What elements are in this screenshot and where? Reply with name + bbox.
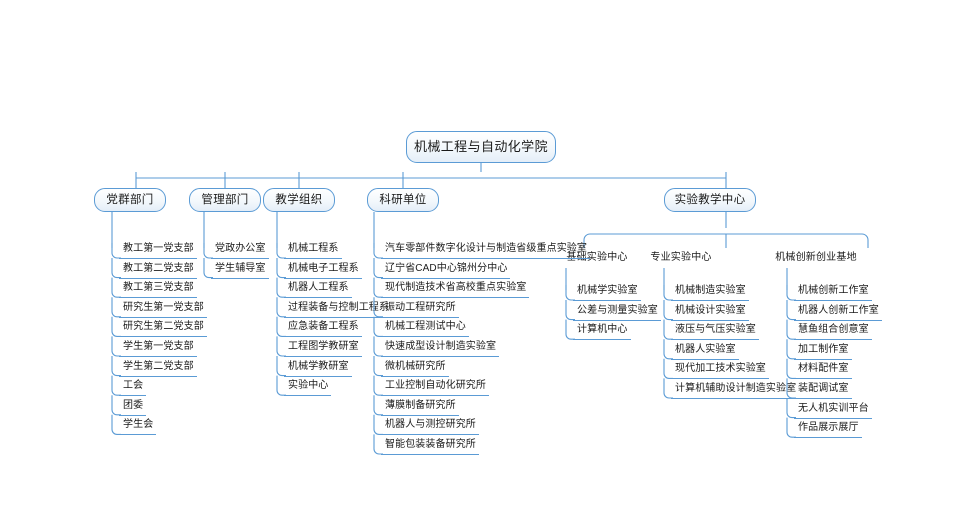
leaf-item[interactable]: 现代制造技术省高校重点实验室 [381,280,530,299]
leaf-item[interactable]: 应急装备工程系 [284,319,362,338]
leaf-item[interactable]: 公差与测量实验室 [573,303,661,321]
shiyan-elbow-right [861,233,869,241]
leaf-item[interactable]: 学生辅导室 [211,261,269,279]
leaf-item[interactable]: 装配调试室 [794,381,852,399]
node-dangqun[interactable]: 党群部门 [94,188,166,212]
leaf-item[interactable]: 无人机实训平台 [794,401,872,419]
leaf-item[interactable]: 机械设计实验室 [671,303,749,321]
node-jiaoxue-label: 教学组织 [275,193,323,206]
leaf-item[interactable]: 机械创新工作室 [794,283,872,301]
leaf-item[interactable]: 工程图学教研室 [284,339,362,357]
leaf-item[interactable]: 辽宁省CAD中心锦州分中心 [381,261,511,279]
leaf-item[interactable]: 机械电子工程系 [284,261,362,279]
node-shiyan-label: 实验教学中心 [674,193,746,206]
subcenter-jichu-label: 基础实验中心 [566,252,628,263]
leaf-item[interactable]: 机械工程系 [284,241,342,259]
leaf-item[interactable]: 学生第二党支部 [119,359,197,377]
leaf-item[interactable]: 加工制作室 [794,342,852,360]
leaf-item[interactable]: 教工第二党支部 [119,261,197,279]
leaf-item[interactable]: 智能包装装备研究所 [381,437,479,455]
leaf-item[interactable]: 薄膜制备研究所 [381,398,459,416]
leaf-item[interactable]: 计算机辅助设计制造实验室 [671,381,800,399]
leaf-item[interactable]: 作品展示展厅 [794,420,862,439]
shiyan-elbow-left [583,233,591,241]
node-root-label: 机械工程与自动化学院 [413,138,548,154]
leaf-item[interactable]: 团委 [119,398,147,416]
subcenter-chuangxin-label: 机械创新创业基地 [775,252,857,263]
leaf-item[interactable]: 微机械研究所 [381,359,449,377]
node-guanli[interactable]: 管理部门 [189,188,261,212]
leaf-item[interactable]: 过程装备与控制工程系 [284,300,392,318]
leaf-item[interactable]: 机械制造实验室 [671,283,749,301]
leaf-item[interactable]: 机械工程测试中心 [381,319,469,338]
subcenter-zhuanye[interactable]: 专业实验中心 [645,248,717,263]
leaf-item[interactable]: 实验中心 [284,378,332,397]
leaf-item[interactable]: 学生第一党支部 [119,339,197,357]
leaf-item[interactable]: 液压与气压实验室 [671,322,759,341]
subcenter-zhuanye-label: 专业实验中心 [650,252,712,263]
leaf-item[interactable]: 学生会 [119,417,157,436]
leaf-item[interactable]: 快速成型设计制造实验室 [381,339,500,357]
node-keyan-label: 科研单位 [379,193,427,206]
leaf-item[interactable]: 教工第一党支部 [119,241,197,259]
node-shiyan[interactable]: 实验教学中心 [664,188,756,212]
leaf-item[interactable]: 教工第三党支部 [119,280,197,299]
node-jiaoxue[interactable]: 教学组织 [263,188,335,212]
subcenter-chuangxin[interactable]: 机械创新创业基地 [772,248,860,263]
leaf-item[interactable]: 机器人与测控研究所 [381,417,479,436]
leaf-item[interactable]: 党政办公室 [211,241,269,259]
node-dangqun-label: 党群部门 [106,193,154,206]
subcenter-jichu[interactable]: 基础实验中心 [561,248,633,263]
node-root[interactable]: 机械工程与自动化学院 [406,131,556,163]
leaf-item[interactable]: 计算机中心 [573,322,631,341]
leaf-item[interactable]: 机械学教研室 [284,359,352,377]
leaf-item[interactable]: 现代加工技术实验室 [671,361,769,380]
leaf-item[interactable]: 机器人创新工作室 [794,303,882,321]
leaf-item[interactable]: 机器人工程系 [284,280,352,299]
leaf-item[interactable]: 材料配件室 [794,361,852,380]
leaf-item[interactable]: 机械学实验室 [573,283,641,301]
leaf-item[interactable]: 机器人实验室 [671,342,739,360]
leaf-item[interactable]: 研究生第二党支部 [119,319,207,338]
leaf-item[interactable]: 工会 [119,378,147,397]
node-guanli-label: 管理部门 [201,193,249,206]
leaf-item[interactable]: 研究生第一党支部 [119,300,207,318]
leaf-item[interactable]: 汽车零部件数字化设计与制造省级重点实验室 [381,241,590,259]
leaf-item[interactable]: 振动工程研究所 [381,300,459,318]
leaf-item[interactable]: 慧鱼组合创意室 [794,322,872,341]
node-keyan[interactable]: 科研单位 [367,188,439,212]
leaf-item[interactable]: 工业控制自动化研究所 [381,378,489,397]
